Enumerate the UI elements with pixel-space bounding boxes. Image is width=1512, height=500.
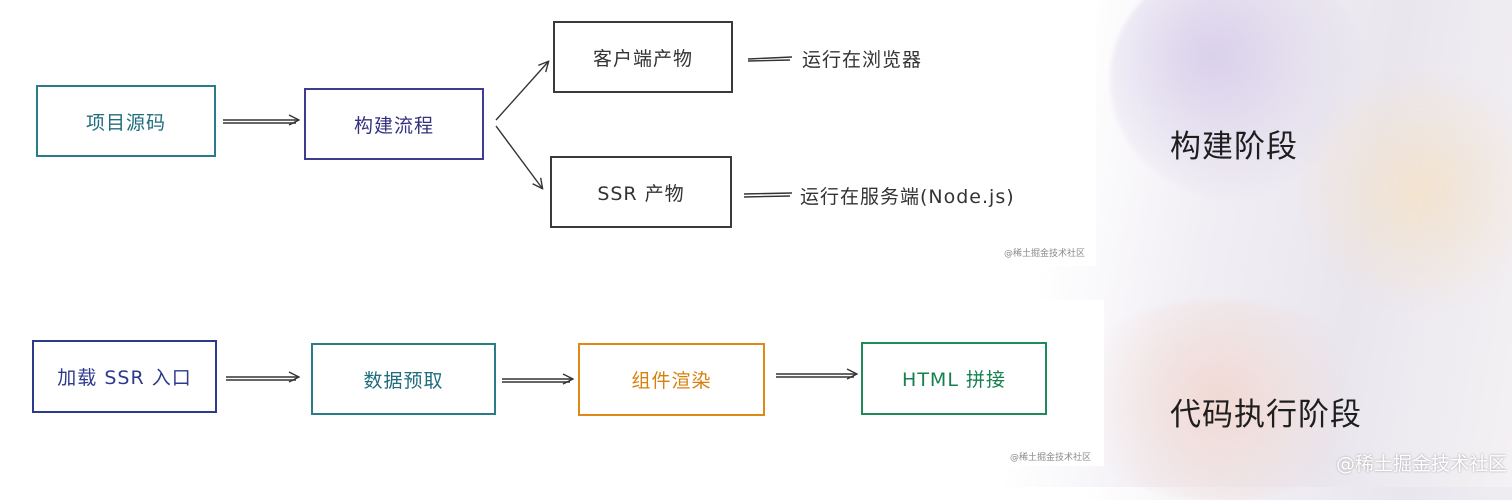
line-ssr-note [743, 192, 793, 195]
connector-arrows [223, 56, 1512, 487]
watermark-page: @稀土掘金技术社区 [1336, 453, 1508, 475]
box-component-render: 组件渲染 [578, 343, 765, 416]
box-build-process: 构建流程 [304, 88, 484, 160]
background-decoration [1300, 60, 1512, 320]
box-source-code: 项目源码 [36, 85, 216, 157]
watermark-panel-bottom: @稀土掘金技术社区 [1010, 453, 1092, 463]
box-load-ssr-entry: 加载 SSR 入口 [32, 340, 217, 413]
arrow-build-to-ssr [495, 125, 542, 188]
background-decoration [1060, 300, 1380, 500]
box-ssr-artifact: SSR 产物 [550, 156, 732, 228]
line-client-note [747, 56, 793, 60]
arrow-build-to-client [495, 62, 548, 121]
note-ssr-runtime: 运行在服务端(Node.js) [800, 186, 1015, 208]
label-build-stage: 构建阶段 [1170, 129, 1298, 165]
box-client-artifact: 客户端产物 [553, 21, 733, 93]
note-client-runtime: 运行在浏览器 [802, 49, 923, 71]
label-exec-stage: 代码执行阶段 [1170, 397, 1362, 433]
box-data-prefetch: 数据预取 [311, 343, 496, 415]
box-html-concat: HTML 拼接 [861, 342, 1047, 415]
watermark-panel-top: @稀土掘金技术社区 [1004, 249, 1086, 259]
